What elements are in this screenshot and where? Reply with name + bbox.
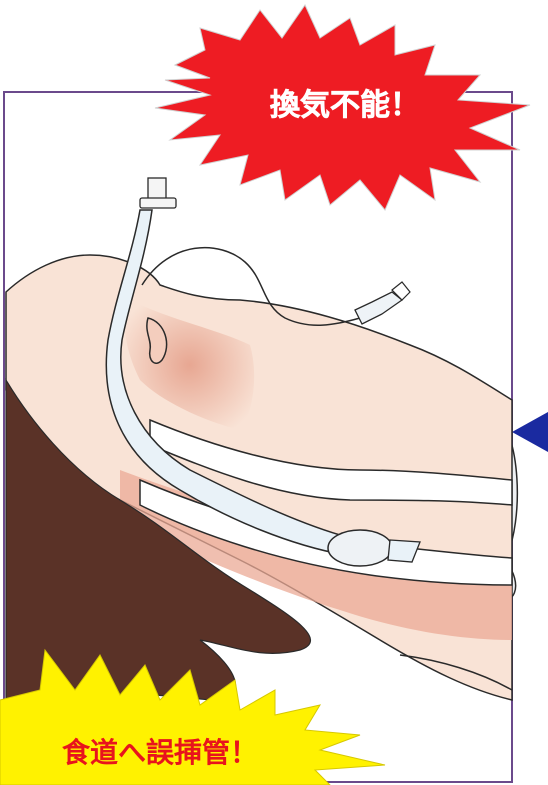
top-burst-label: 換気不能！: [270, 88, 420, 123]
tube-connector: [148, 178, 166, 200]
bottom-burst-label: 食道へ誤挿管！: [62, 736, 258, 769]
left-triangle-arrow-icon: [512, 412, 548, 452]
tube-connector-flange: [140, 198, 176, 208]
tube-cuff-balloon: [328, 530, 392, 566]
